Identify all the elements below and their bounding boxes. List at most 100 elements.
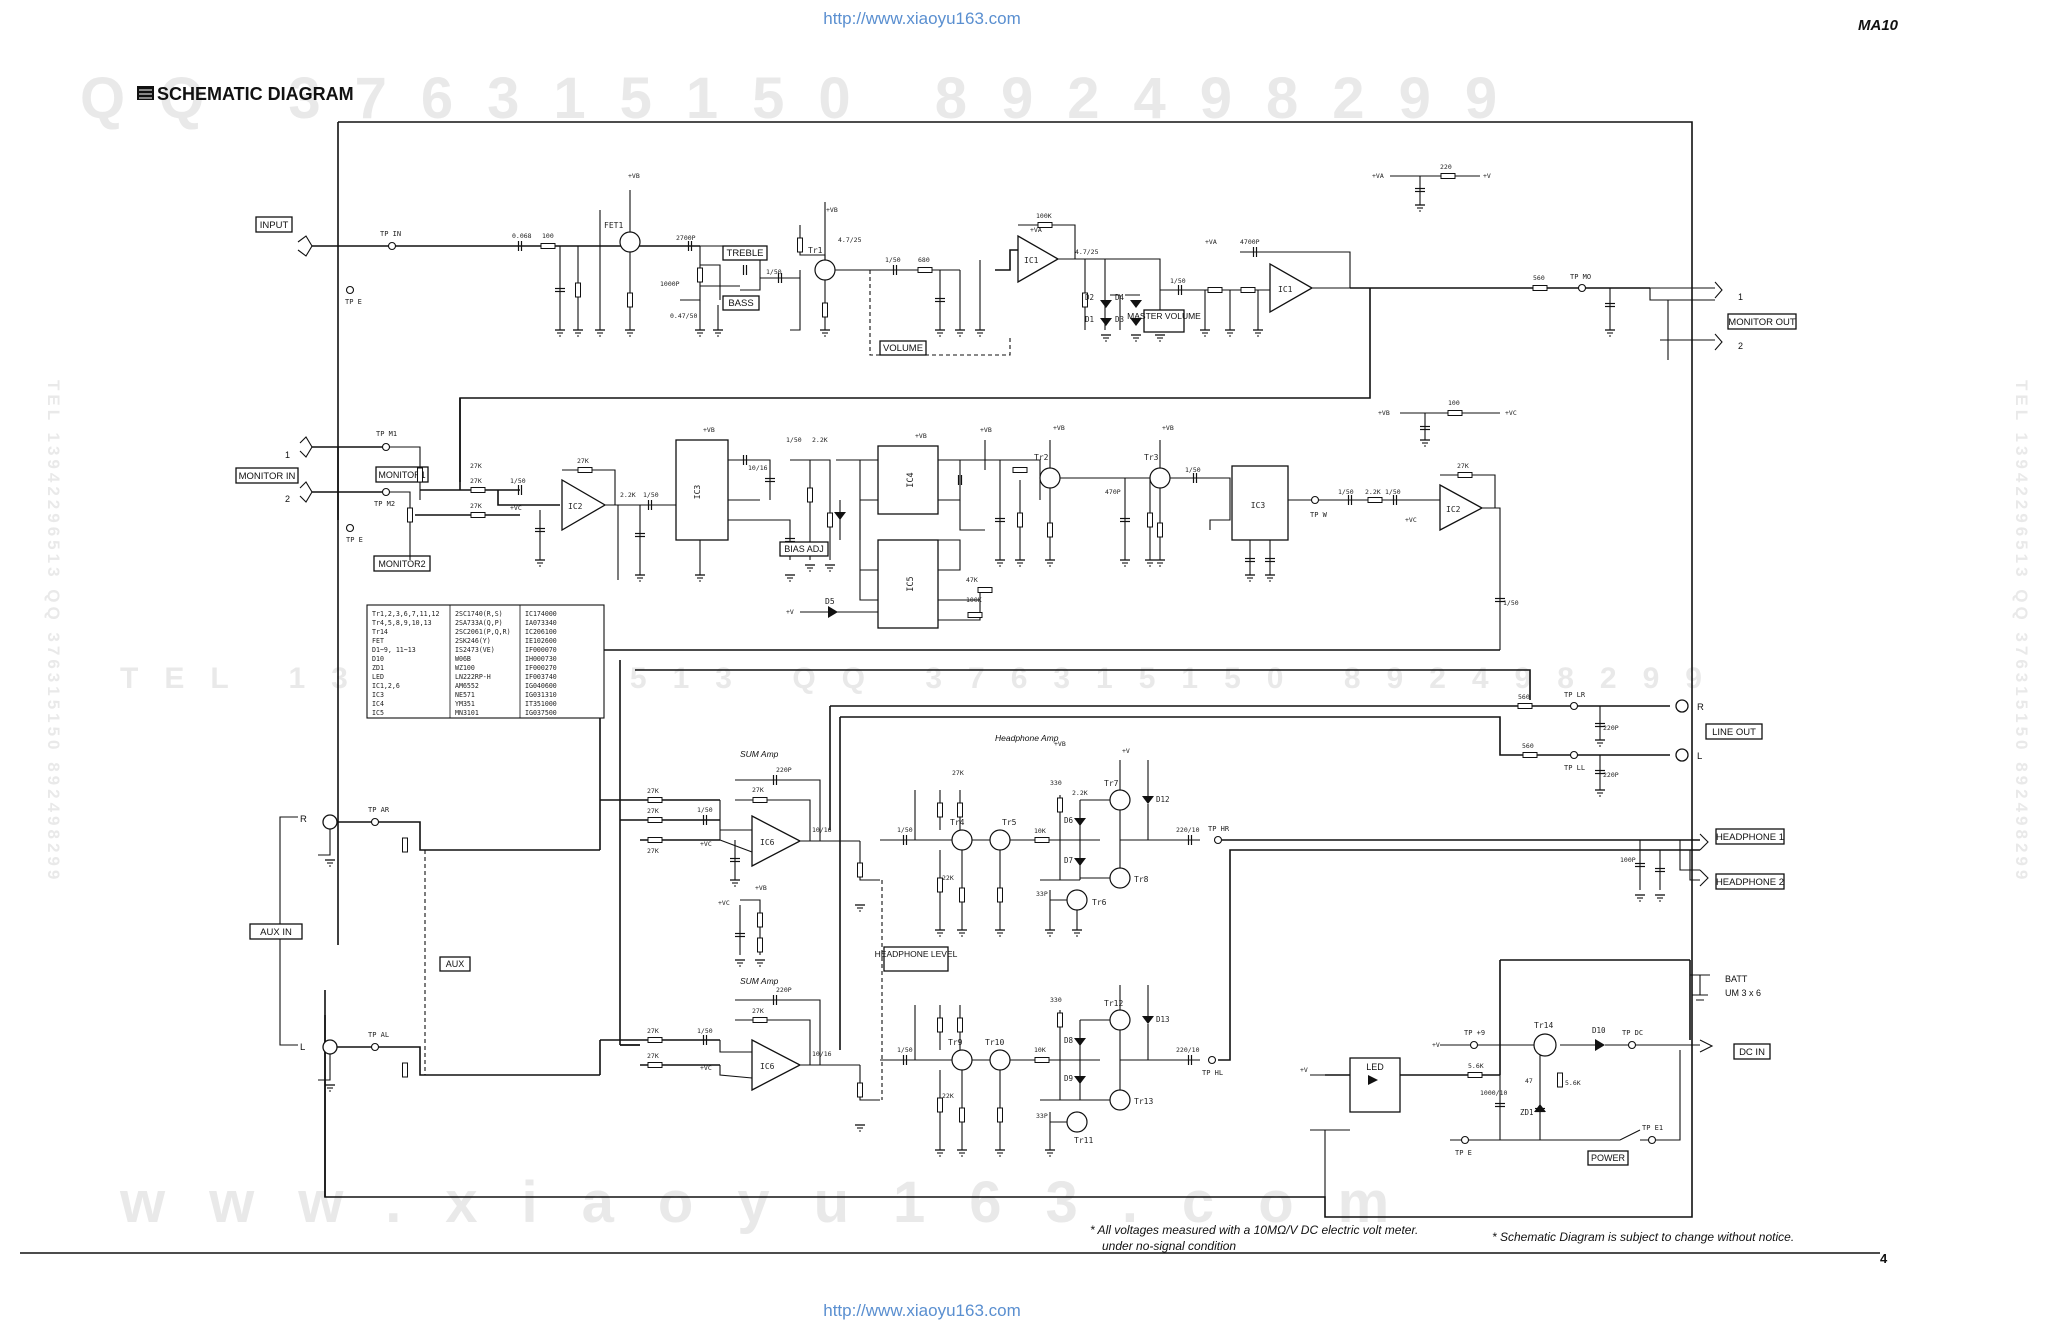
r-hp-r-4: 2.2K (1072, 789, 1088, 797)
bass-control[interactable] (722, 295, 760, 311)
power-label: POWER (1591, 1153, 1626, 1163)
ic6a-opamp (751, 814, 802, 868)
parts-table-cell: D1~9, 11~13 (372, 646, 416, 654)
tp-in: TP IN (380, 230, 401, 238)
monitor2-control[interactable] (373, 555, 431, 572)
ic2b-opamp (1439, 483, 1484, 532)
c-ic2b-out: 1/50 (1503, 599, 1519, 607)
c-ic6a-in: 1/50 (697, 806, 713, 814)
aux-in-label: AUX IN (260, 927, 292, 938)
monitor1-control[interactable] (375, 466, 429, 483)
r-ic2a-fb: 27K (577, 457, 589, 465)
dc-in-jack-icon (1699, 1039, 1714, 1053)
led-symbol (1368, 1075, 1378, 1085)
volume-control[interactable] (879, 340, 927, 356)
tp-m1: TP M1 (376, 430, 397, 438)
treble-control[interactable] (722, 245, 768, 261)
r-hp-r-3: 330 (1050, 779, 1062, 787)
c-ic1-out: 4.7/25 (1075, 248, 1099, 256)
ic1b-supply: +VA (1205, 238, 1217, 246)
d10-label: D10 (1592, 1026, 1606, 1035)
c-mv-in: 1/50 (1170, 277, 1186, 285)
watermark-layer: QQ 376315150 892498299 TEL 13942296513 Q… (44, 66, 2031, 1235)
watermark-www: www.xiaoyu163.com (119, 1170, 1433, 1235)
r-hp-l-2: 10K (1034, 1046, 1046, 1054)
supply-vb-out: +VB (1378, 409, 1390, 417)
aux-control[interactable] (439, 956, 471, 972)
led-anode: +V (1300, 1066, 1308, 1074)
parts-table-cell: IC174000 (525, 610, 557, 618)
c-ic3a-1: 10/16 (748, 464, 768, 472)
master-volume-control[interactable] (1143, 309, 1185, 333)
line-out-section: 560 560 TP LR TP LL 220P 220P R L LINE O… (1517, 691, 1763, 797)
c-bass: 0.47/50 (670, 312, 697, 320)
r-ic3a-out: 2.2K (812, 436, 828, 444)
ic4-label: IC4 (906, 472, 916, 487)
parts-table-cell: IC206100 (525, 628, 557, 636)
wire-effect-left (619, 660, 640, 1046)
wire-sum-drops (829, 706, 841, 1050)
d8-label: D8 (1064, 1036, 1074, 1045)
tr14-label: Tr14 (1534, 1021, 1553, 1030)
ic1a-opamp (1017, 234, 1060, 284)
ic3a-label: IC3 (693, 485, 702, 500)
ic6b-label: IC6 (760, 1062, 775, 1071)
model-number: MA10 (1858, 17, 1899, 34)
supply-vc-out: +VC (1505, 409, 1517, 417)
dc-in-label-box (1733, 1043, 1771, 1060)
tr3-symbol (1149, 467, 1171, 489)
r-mon-out: 560 (1533, 274, 1545, 282)
hp-r-supply: +VB (1054, 740, 1066, 748)
ic6b-vc: +VC (700, 1064, 712, 1072)
r-hp-l-1: 22K (942, 1092, 954, 1100)
c-hp-r-comp: 33P (1036, 890, 1048, 898)
tr4-label: Tr4 (950, 818, 965, 827)
d10-symbol (1595, 1039, 1605, 1051)
tp-e-input: TP E (345, 298, 362, 306)
url-footer[interactable]: http://www.xiaoyu163.com (823, 1301, 1020, 1320)
tr11-label: Tr11 (1074, 1136, 1093, 1145)
led-box (1349, 1057, 1401, 1113)
fet1-supply: +VB (628, 172, 640, 180)
d7-label: D7 (1064, 856, 1073, 865)
ic1b-label: IC1 (1278, 285, 1293, 294)
monitor-out-label-box (1727, 313, 1797, 330)
ic2b-vc: +VC (1405, 516, 1417, 524)
r-ic2a-out: 2.2K (620, 491, 636, 499)
d11-symbol (834, 512, 846, 520)
parts-table-cell: IC1,2,6 (372, 682, 400, 690)
c-ic2-in: 1/50 (510, 477, 526, 485)
headphone-level-section: HEADPHONE LEVEL (854, 841, 958, 1132)
tr7-symbol (1109, 789, 1131, 811)
d5-supply: +V (786, 608, 794, 616)
c-hp-l-comp: 33P (1036, 1112, 1048, 1120)
r-line-r: 560 (1518, 693, 1530, 701)
c-hp-out-1: 100P (1620, 856, 1636, 864)
ic4-supply: +VB (915, 432, 927, 440)
headphone-out-section: 100P HEADPHONE 1 HEADPHONE 2 (1218, 828, 1785, 1061)
headphone-amp-l-section: 1/50 Tr9 Tr10 22K 10K 330 D8 D9 Tr11 33P… (880, 985, 1223, 1157)
volume-label: VOLUME (883, 343, 923, 354)
headphone1-label: HEADPHONE 1 (1716, 832, 1784, 843)
tp-e-power: TP E (1455, 1149, 1472, 1157)
tr2-label: Tr2 (1034, 453, 1049, 462)
monitor-out-1: 1 (1738, 292, 1743, 302)
bias-adj-control[interactable] (779, 541, 829, 557)
power-switch[interactable] (1587, 1150, 1629, 1166)
headphone-level-control[interactable] (883, 946, 949, 972)
tp-w: TP W (1310, 511, 1328, 519)
master-volume-label: MASTER VOLUME (1127, 311, 1201, 321)
c-ic2b-in2: 1/50 (1385, 488, 1401, 496)
line-out-label: LINE OUT (1712, 727, 1756, 738)
d6-label: D6 (1064, 816, 1074, 825)
input-jack-label (255, 216, 293, 233)
parts-table-cell: 2SC2061(P,Q,R) (455, 628, 511, 636)
parts-table-cell: IH000730 (525, 655, 557, 663)
url-header[interactable]: http://www.xiaoyu163.com (823, 9, 1020, 28)
c-ic6a-fb: 220P (776, 766, 792, 774)
d1-label: D1 (1085, 315, 1094, 324)
c-line-r: 220P (1603, 724, 1619, 732)
tp-ll: TP LL (1564, 764, 1585, 772)
r-led: 5.6K (1468, 1062, 1484, 1070)
